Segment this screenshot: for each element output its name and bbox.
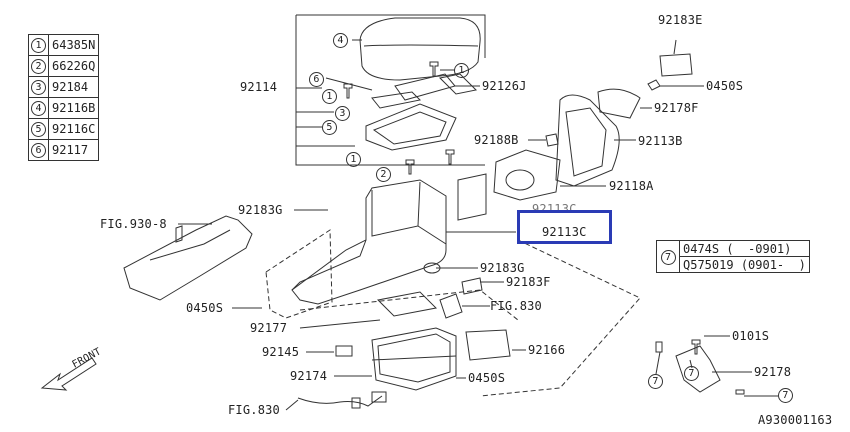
harness: [297, 395, 383, 407]
legend-ref: 1: [31, 38, 46, 53]
bracket-92118a: [493, 149, 561, 201]
note-range-2: (0901- ): [740, 257, 806, 272]
label-0101s: 0101S: [732, 329, 770, 343]
callout-6: 6: [309, 72, 324, 87]
label-92118a: 92118A: [609, 179, 654, 193]
callout-7a: 7: [648, 374, 663, 389]
label-0450s-bottom: 0450S: [468, 371, 506, 385]
note-part-2: Q575019: [683, 257, 734, 272]
label-92174: 92174: [290, 369, 328, 383]
legend-ref: 6: [31, 143, 46, 158]
highlight-box-92113c: [517, 210, 612, 244]
part-92183e: [659, 53, 693, 77]
label-92114: 92114: [240, 80, 278, 94]
legend-ref: 2: [31, 59, 46, 74]
left-trim: [123, 215, 253, 301]
callout-7d: 7: [660, 249, 676, 265]
lid-92116b: [359, 17, 481, 81]
diagram-id: A930001163: [758, 413, 833, 427]
callout-7c: 7: [778, 388, 793, 403]
label-92183e: 92183E: [658, 13, 703, 27]
legend-ref: 4: [31, 101, 46, 116]
pad-92166: [465, 329, 511, 361]
label-92177: 92177: [250, 321, 288, 335]
label-92178: 92178: [754, 365, 792, 379]
label-92183g-b: 92183G: [480, 261, 525, 275]
note-table-7: 7 0474S ( -0901) Q575019 (0901- ): [656, 240, 810, 273]
front-arrow: [40, 357, 97, 391]
note-part-1: 0474S: [683, 241, 720, 256]
legend-ref: 3: [31, 80, 46, 95]
note-range-1: ( -0901): [726, 241, 792, 256]
callout-5: 5: [322, 120, 337, 135]
panel-92113b: [555, 94, 620, 187]
console-92113c: [291, 179, 447, 305]
label-92166: 92166: [528, 343, 566, 357]
callout-4: 4: [333, 33, 348, 48]
bracket-top-line: [296, 14, 486, 58]
label-92126j: 92126J: [482, 79, 527, 93]
label-92113c: 92113C: [542, 225, 587, 239]
legend-part-number: 92184: [47, 76, 100, 98]
bracket-92178: [675, 345, 721, 393]
bracket-92114-line: [295, 88, 485, 166]
label-fig830-b: FIG.830: [228, 403, 280, 417]
callout-1c: 1: [346, 152, 361, 167]
label-92178f: 92178F: [654, 101, 699, 115]
callout-1a: 1: [322, 89, 337, 104]
callout-3: 3: [335, 106, 350, 121]
label-92183g-a: 92183G: [238, 203, 283, 217]
label-92183f: 92183F: [506, 275, 551, 289]
label-92145: 92145: [262, 345, 300, 359]
legend-part-number: 92116B: [47, 97, 100, 119]
callout-1b: 1: [454, 63, 469, 78]
label-fig930-8: FIG.930-8: [100, 217, 167, 231]
label-0450s-top: 0450S: [706, 79, 744, 93]
label-92188b: 92188B: [474, 133, 519, 147]
label-fig830-a: FIG.830: [490, 299, 542, 313]
cover-small: [457, 173, 487, 221]
legend-part-number: 66226Q: [47, 55, 100, 77]
callout-7b: 7: [684, 366, 699, 381]
label-0450s-left: 0450S: [186, 301, 224, 315]
legend-ref: 5: [31, 122, 46, 137]
label-92113b: 92113B: [638, 134, 683, 148]
mat-92177: [376, 291, 438, 317]
box-92174: [371, 327, 457, 391]
part-92178f: [597, 88, 641, 119]
legend-part-number: 92116C: [47, 118, 100, 140]
legend-part-number: 64385N: [47, 34, 100, 56]
callout-2: 2: [376, 167, 391, 182]
legend-part-number: 92117: [47, 139, 100, 161]
tray-92116c: [365, 103, 457, 151]
